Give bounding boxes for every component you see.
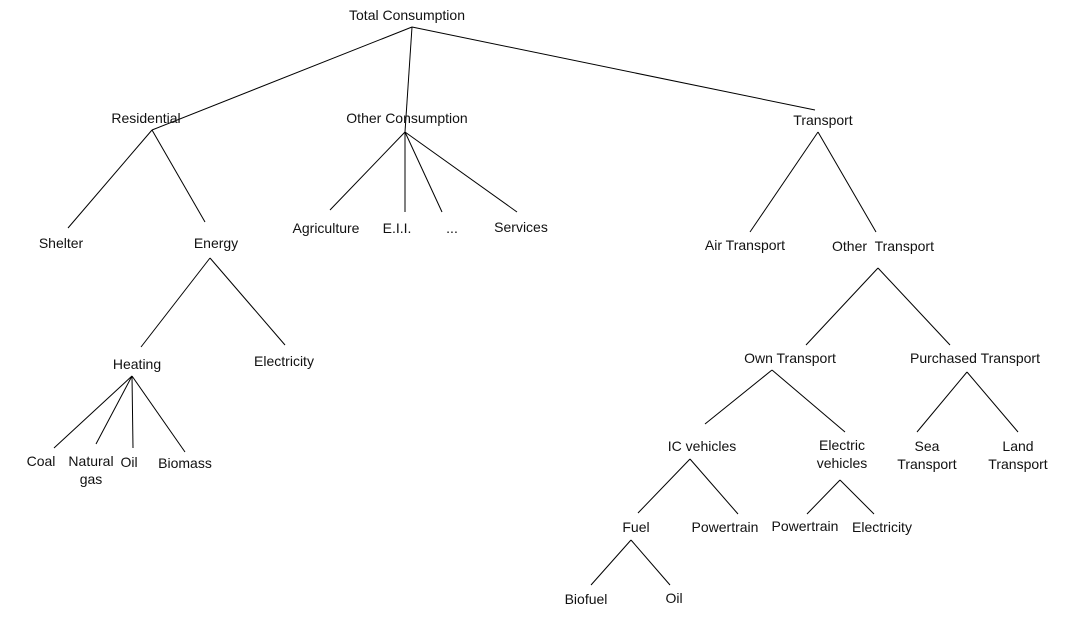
edge-total-to-other-consumption <box>404 26 413 133</box>
node-other-consumption: Other Consumption <box>346 110 468 126</box>
node-shelter: Shelter <box>38 235 84 251</box>
edge-transport-to-air-transport <box>749 131 819 233</box>
node-fuel: Fuel <box>622 519 650 535</box>
node-powertrain-ev: Powertrain <box>771 518 839 534</box>
node-eii: E.I.I. <box>382 220 412 236</box>
node-powertrain-ic: Powertrain <box>691 519 759 535</box>
edge-own-transport-to-ic-vehicles <box>704 369 773 425</box>
node-biomass: Biomass <box>158 455 212 471</box>
edge-other-transport-to-own-transport <box>805 267 879 346</box>
node-services: Services <box>494 219 548 235</box>
node-ellipsis: ... <box>446 220 458 236</box>
edge-own-transport-to-electric-vehicles <box>771 369 846 433</box>
edge-ic-vehicles-to-fuel <box>637 458 691 514</box>
node-oil-fuel: Oil <box>665 590 683 606</box>
edge-purchased-transport-to-sea-transport <box>916 371 968 433</box>
node-energy: Energy <box>193 235 239 251</box>
edge-heating-to-biomass <box>131 375 186 453</box>
node-electric-vehicles: Electric vehicles <box>816 437 868 471</box>
node-transport: Transport <box>793 112 853 128</box>
node-electricity-ev: Electricity <box>852 519 912 535</box>
node-air-transport: Air Transport <box>704 237 786 253</box>
edge-transport-to-other-transport <box>817 131 877 233</box>
edge-heating-to-coal <box>53 375 133 449</box>
edge-residential-to-shelter <box>67 129 153 229</box>
node-ic-vehicles: IC vehicles <box>667 438 737 454</box>
node-natural-gas: Natural gas <box>68 453 114 487</box>
edge-heating-to-natural-gas <box>95 375 133 445</box>
node-residential: Residential <box>111 110 181 126</box>
edge-total-to-residential <box>151 26 413 131</box>
edge-heating-to-oil-res <box>131 375 134 449</box>
edge-residential-to-energy <box>151 129 206 223</box>
edge-purchased-transport-to-land-transport <box>966 371 1019 433</box>
edge-fuel-to-oil-fuel <box>630 539 671 586</box>
edge-other-consumption-to-services <box>404 131 518 213</box>
node-agriculture: Agriculture <box>292 220 360 236</box>
node-own-transport: Own Transport <box>744 350 836 366</box>
node-heating: Heating <box>112 356 162 372</box>
node-electricity-res: Electricity <box>254 353 314 369</box>
edge-fuel-to-biofuel <box>590 539 632 586</box>
node-coal: Coal <box>26 453 56 469</box>
node-biofuel: Biofuel <box>564 591 608 607</box>
edge-ic-vehicles-to-powertrain-ic <box>689 458 739 515</box>
edge-total-to-transport <box>411 26 816 111</box>
node-other-transport: Other Transport <box>832 238 934 254</box>
node-sea-transport: Sea Transport <box>897 438 957 472</box>
edge-energy-to-electricity-res <box>209 257 286 346</box>
node-land-transport: Land Transport <box>988 438 1048 472</box>
edge-other-consumption-to-ellipsis <box>404 131 443 213</box>
edge-other-transport-to-purchased-transport <box>877 267 951 346</box>
edge-other-consumption-to-agriculture <box>329 131 406 211</box>
edge-energy-to-heating <box>140 257 211 348</box>
node-total: Total Consumption <box>349 7 465 23</box>
edge-electric-vehicles-to-electricity-ev <box>839 479 875 515</box>
edge-electric-vehicles-to-powertrain-ev <box>806 479 841 515</box>
node-oil-res: Oil <box>120 454 138 470</box>
node-purchased-transport: Purchased Transport <box>910 350 1040 366</box>
